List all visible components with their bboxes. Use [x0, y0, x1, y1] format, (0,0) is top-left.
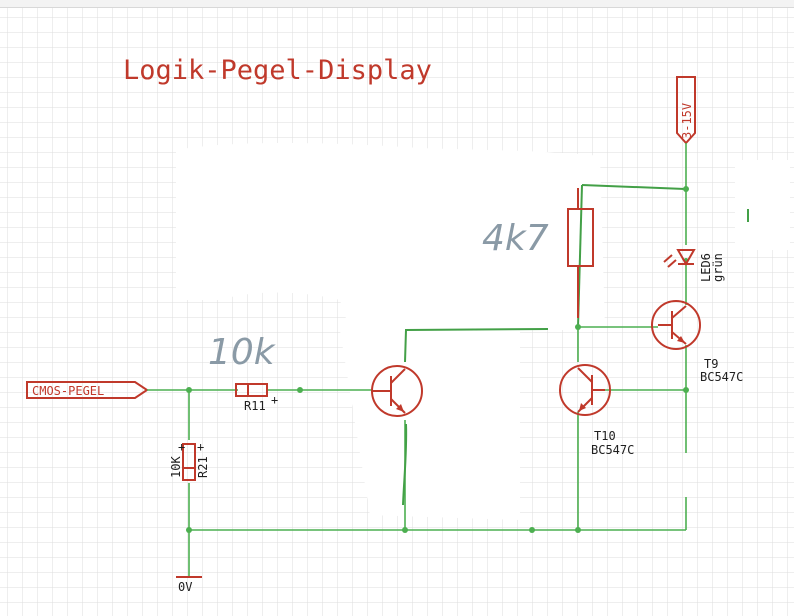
transistor-added[interactable]: [371, 365, 423, 417]
supply-port[interactable]: 3-15V: [676, 76, 696, 145]
transistor-t9[interactable]: T9 BC547C: [651, 300, 743, 384]
window-top-bar: [0, 0, 794, 8]
resistor-r11[interactable]: R11 +: [235, 383, 278, 413]
junctions: [186, 186, 689, 533]
t9-type: BC547C: [700, 370, 743, 384]
ground-symbol[interactable]: 0V: [176, 576, 202, 594]
diagram-title: Logik-Pegel-Display: [123, 55, 432, 86]
led6-color: grün: [711, 253, 725, 282]
handwritten-4k7: 4k7: [482, 218, 549, 259]
r11-label: R11: [244, 399, 266, 413]
supply-port-label: 3-15V: [680, 103, 694, 139]
r21-value: 10K: [169, 456, 183, 478]
resistor-4k7[interactable]: [567, 188, 594, 318]
r21-plus-2: +: [197, 440, 204, 454]
r11-plus: +: [271, 393, 278, 407]
input-port[interactable]: CMOS-PEGEL: [26, 381, 149, 399]
led-led6[interactable]: LED6 grün: [663, 249, 725, 282]
r21-label: R21: [196, 456, 210, 478]
ground-label: 0V: [178, 580, 192, 594]
resistor-r21[interactable]: 10K R21 + +: [169, 440, 210, 481]
handwritten-10k: 10k: [208, 332, 277, 373]
erased-areas: [176, 143, 790, 520]
t10-type: BC547C: [591, 443, 634, 457]
transistor-t10[interactable]: T10 BC547C: [559, 364, 634, 457]
input-port-label: CMOS-PEGEL: [32, 384, 104, 398]
led6-label: LED6: [699, 253, 713, 282]
t10-label: T10: [594, 429, 616, 443]
r21-plus: +: [178, 440, 185, 454]
t9-label: T9: [704, 357, 718, 371]
